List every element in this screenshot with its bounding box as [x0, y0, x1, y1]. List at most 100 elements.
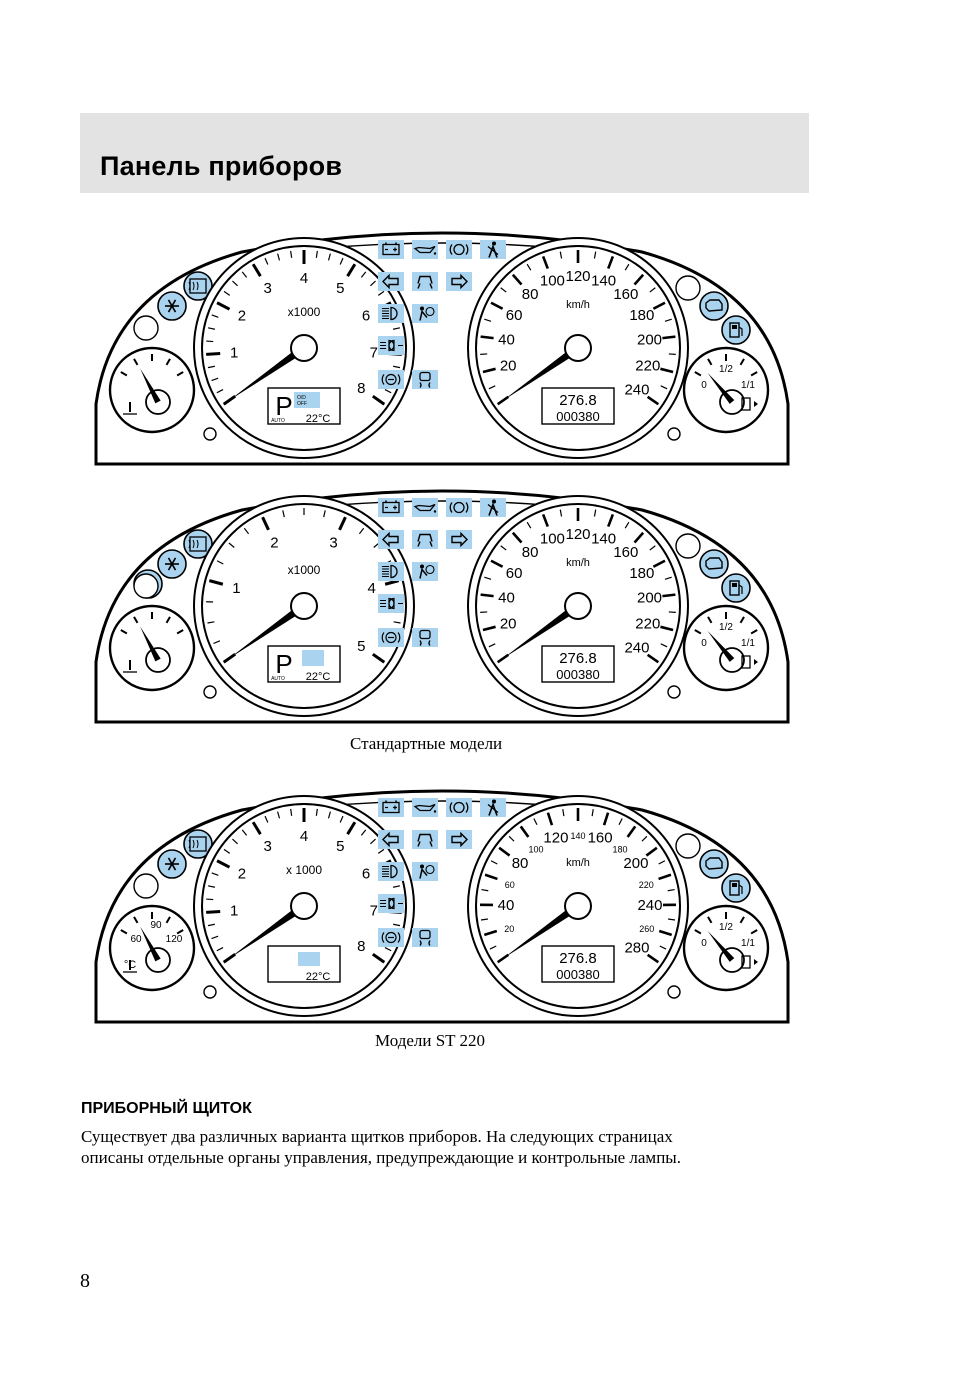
reset-knob-right [667, 427, 681, 441]
engine-check-icon-glyph [705, 299, 723, 312]
gear-letter: P [275, 391, 292, 421]
scale-tick [384, 579, 400, 586]
caption-st220: Модели ST 220 [375, 1031, 486, 1050]
cruise-lamp [298, 952, 320, 966]
door-open-icon-glyph [417, 275, 433, 289]
gauge-needle [502, 602, 581, 659]
scale-tick [251, 263, 262, 277]
battery-icon [378, 240, 404, 259]
speedometer-label: 80 [522, 286, 539, 303]
speedometer-label: 20 [504, 924, 514, 934]
indicator-spare-right [675, 833, 701, 859]
brake-icon-glyph [449, 801, 469, 814]
speedometer-unit: km/h [566, 299, 590, 311]
indicator-spare-right [675, 275, 701, 301]
traction-control-icon [412, 628, 438, 647]
scale-tick [211, 377, 219, 382]
speedometer-label: 140 [591, 531, 616, 548]
fuel-gauge: 01/21/1 [682, 604, 770, 692]
scale-tick [480, 593, 494, 598]
scale-tick [659, 945, 667, 950]
fuel-lamp-icon-glyph [729, 880, 743, 896]
turn-left-icon [378, 530, 404, 549]
scale-tick [223, 290, 231, 296]
tachometer-label: 3 [264, 838, 272, 855]
scale-tick [750, 629, 758, 635]
seatbelt-icon-glyph [487, 241, 499, 258]
traction-control-icon-glyph [419, 929, 431, 946]
fog-light-icon-glyph [380, 339, 403, 352]
airbag-icon [412, 562, 438, 581]
fuel-pump-icon [741, 655, 751, 669]
scale-tick [490, 301, 504, 310]
coolant-temp-icon [129, 402, 131, 412]
oil-pressure-icon [412, 240, 438, 259]
turn-right-icon-glyph [451, 273, 468, 290]
warning-lamps [378, 798, 506, 947]
tachometer-label: 4 [367, 580, 375, 597]
scale-tick [384, 389, 392, 394]
scale-tick [392, 885, 401, 888]
od-off-lamp [294, 392, 320, 408]
rear-defrost-icon-glyph [188, 536, 207, 552]
scale-tick [694, 629, 702, 635]
scale-tick [207, 621, 215, 624]
scale-tick [176, 371, 184, 377]
gauge-needle [228, 344, 307, 401]
scale-tick [133, 916, 139, 924]
gauge-needle [140, 368, 161, 404]
seatbelt-icon [480, 798, 506, 817]
scale-tick [662, 335, 676, 340]
engine-check-icon [699, 291, 729, 321]
scale-tick [707, 916, 713, 924]
tachometer-unit: x1000 [288, 563, 321, 577]
scale-tick [393, 621, 401, 624]
scale-tick [133, 358, 139, 366]
scale-tick [480, 918, 489, 921]
scale-tick [750, 929, 758, 935]
seatbelt-icon [480, 240, 506, 259]
gear-letter: P [275, 649, 292, 679]
fuel-lamp-icon [721, 573, 751, 603]
scale-tick [739, 358, 745, 366]
scale-tick [339, 257, 344, 265]
speedometer-label: 220 [635, 358, 660, 375]
scale-tick [541, 255, 549, 270]
scale-tick [667, 918, 676, 921]
odometer-display [541, 945, 615, 983]
engine-check-icon-glyph [705, 857, 723, 870]
scale-tick [482, 367, 496, 374]
turn-right-icon-glyph [451, 831, 468, 848]
tachometer-hub [290, 334, 318, 362]
scale-tick [633, 273, 645, 286]
turn-left-icon [378, 830, 404, 849]
scale-tick [489, 945, 497, 950]
speedometer-label: 80 [512, 855, 529, 872]
scale-tick [593, 251, 597, 259]
scale-tick [481, 888, 489, 892]
tachometer-label: 2 [238, 866, 246, 883]
scale-tick [526, 521, 532, 529]
speedometer-label: 200 [637, 590, 662, 607]
scale-tick [602, 812, 610, 826]
scale-tick [176, 929, 184, 935]
door-open-icon [412, 830, 438, 849]
speedometer-unit: km/h [566, 857, 590, 869]
temp-label: 120 [166, 934, 183, 945]
trip-display: 276.8 [559, 392, 597, 409]
gauge-needle [140, 626, 161, 662]
scale-tick [660, 367, 674, 374]
reset-knob-left [203, 985, 217, 999]
scale-tick [211, 872, 219, 876]
scale-tick [120, 371, 128, 377]
scale-tick [658, 929, 673, 937]
scale-tick [624, 521, 630, 529]
speedometer-label: 160 [613, 286, 638, 303]
frost-icon-glyph [165, 299, 179, 313]
gauge-needle [502, 902, 581, 959]
auto-text: AUTO [271, 418, 285, 424]
fuel-full-label: 1/1 [741, 380, 755, 391]
battery-icon [378, 498, 404, 517]
engine-check-icon [699, 549, 729, 579]
